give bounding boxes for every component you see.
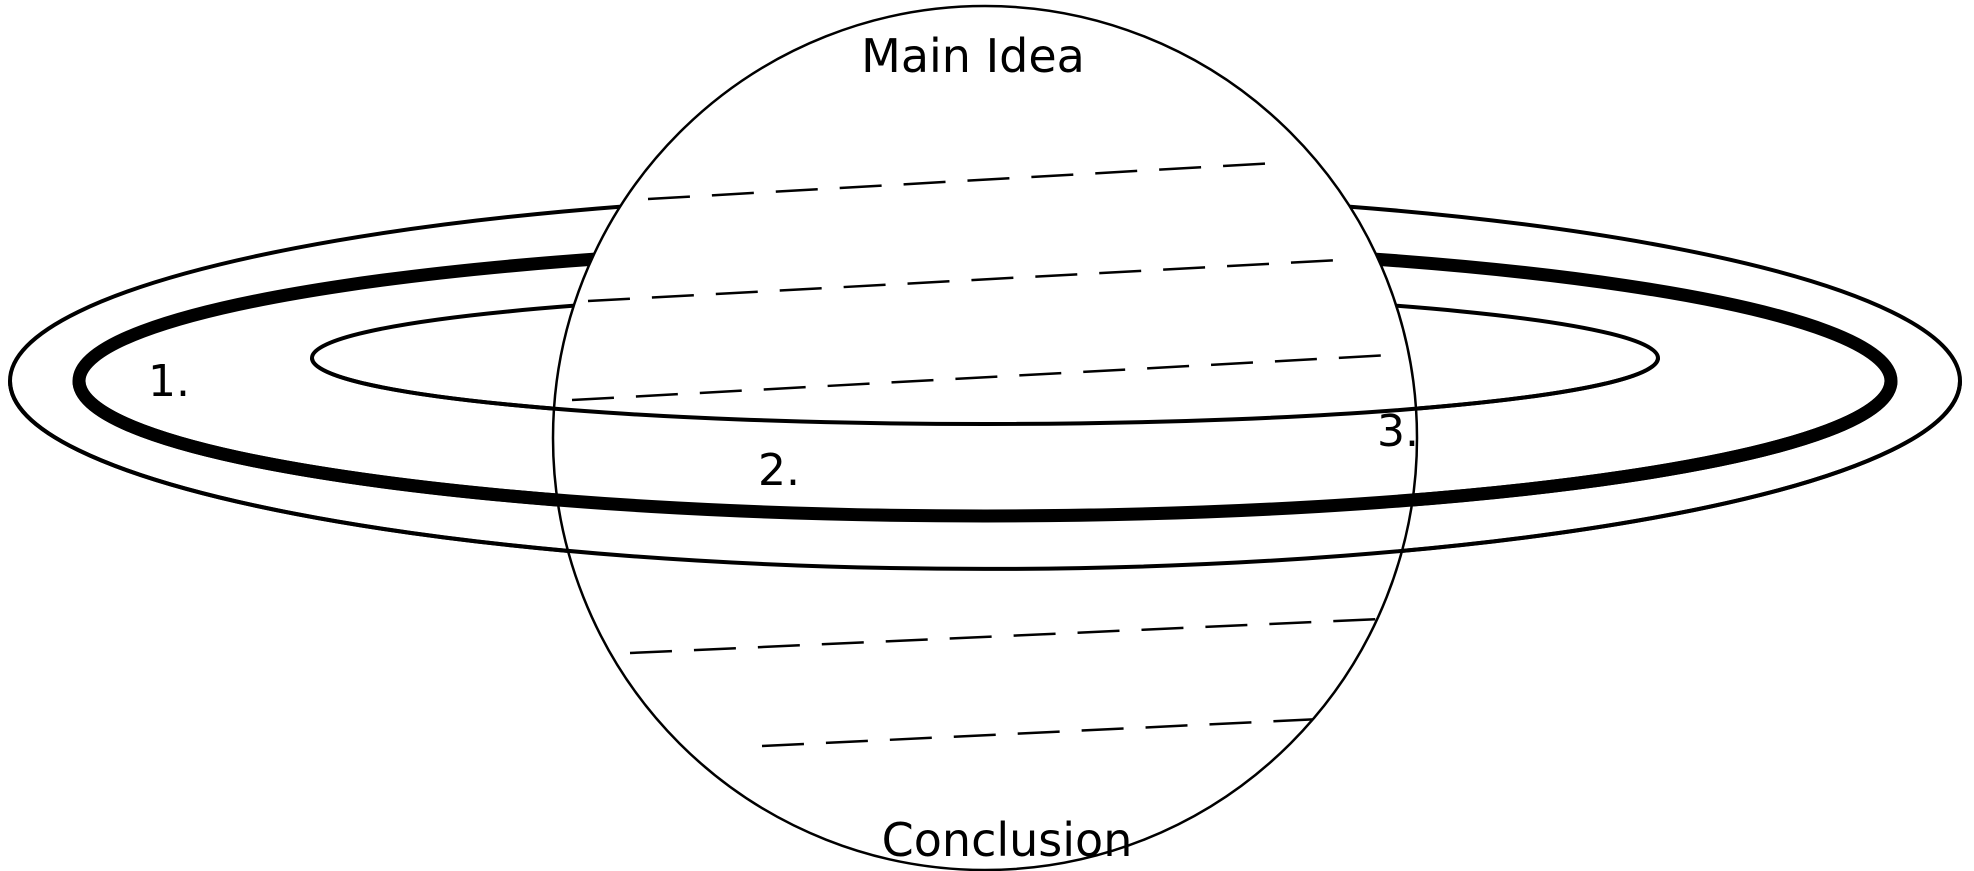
- rings-front: [8, 357, 1962, 571]
- planet-body: [551, 4, 1419, 871]
- point-3-label: 3.: [1377, 406, 1419, 457]
- point-2-label: 2.: [758, 445, 800, 496]
- outer-ring-front: [8, 380, 1962, 571]
- inner-ring-front: [310, 357, 1660, 426]
- writing-line-1: [647, 161, 1276, 201]
- writing-line-5: [761, 717, 1321, 748]
- point-1-label: 1.: [148, 356, 190, 407]
- main-idea-heading: Main Idea: [861, 29, 1085, 83]
- writing-line-6: [655, 789, 701, 795]
- conclusion-heading: Conclusion: [882, 813, 1133, 867]
- middle-ring-front: [72, 380, 1898, 523]
- writing-line-3: [571, 353, 1391, 402]
